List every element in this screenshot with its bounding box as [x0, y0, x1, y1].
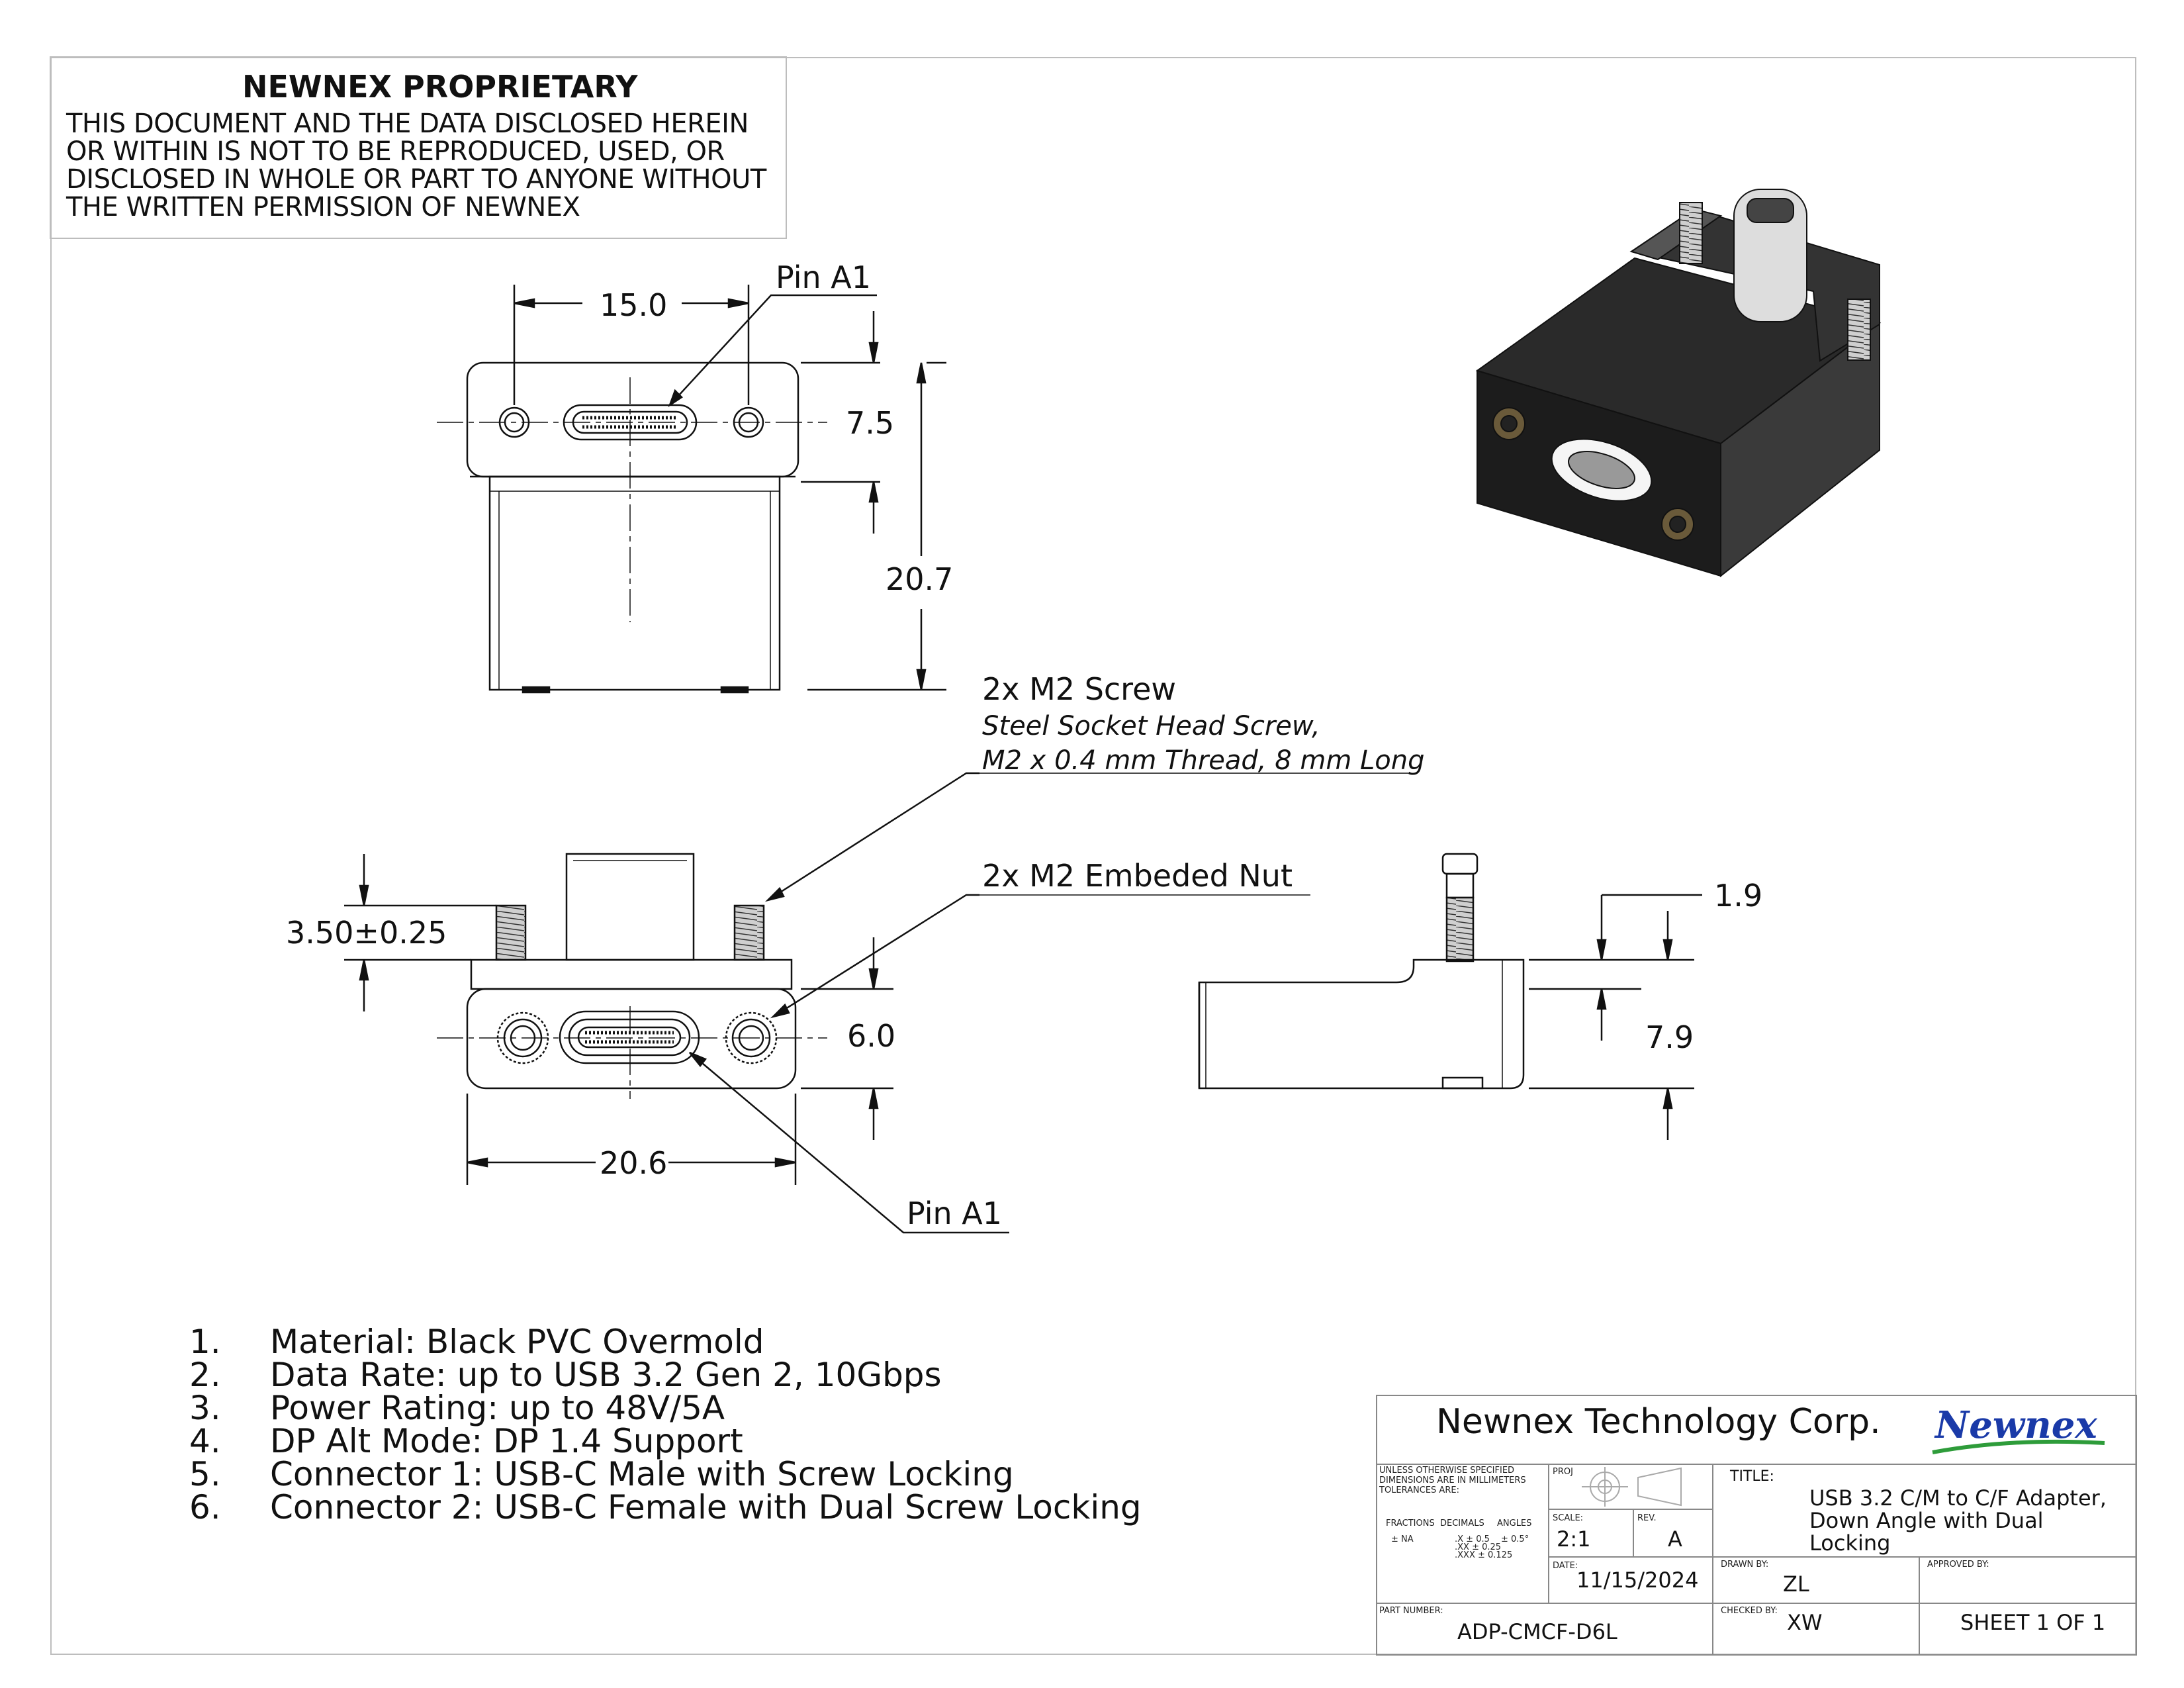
side-height-dimension: 7.9	[1645, 1019, 1694, 1055]
proj-label: PROJ	[1553, 1467, 1573, 1477]
note-text: Power Rating: up to 48V/5A	[270, 1389, 725, 1427]
title-line-1: USB 3.2 C/M to C/F Adapter,	[1809, 1485, 2107, 1511]
spec-line-1: UNLESS OTHERWISE SPECIFIED	[1379, 1466, 1515, 1476]
rev-value: A	[1668, 1526, 1682, 1552]
screw-note-title: 2x M2 Screw	[982, 671, 1177, 707]
tol-decimal-2: .XX ± 0.25	[1455, 1542, 1502, 1552]
top-pin-label: Pin A1	[776, 259, 872, 295]
note-text: Connector 1: USB-C Male with Screw Locki…	[270, 1455, 1014, 1493]
date-value: 11/15/2024	[1576, 1568, 1699, 1593]
tol-header-angles: ANGLES	[1497, 1519, 1532, 1528]
note-text: Connector 2: USB-C Female with Dual Scre…	[270, 1488, 1142, 1526]
tol-angles: ± 0.5°	[1501, 1534, 1529, 1544]
note-number: 4.	[189, 1422, 221, 1460]
side-top-dimension: 1.9	[1714, 878, 1763, 914]
checked-by-label: CHECKED BY:	[1721, 1606, 1778, 1616]
tol-decimal-3: .XXX ± 0.125	[1455, 1550, 1513, 1560]
front-view	[344, 772, 1410, 1234]
side-view	[1198, 853, 1702, 1140]
proprietary-line-2: OR WITHIN IS NOT TO BE REPRODUCED, USED,…	[66, 136, 725, 167]
note-text: Material: Black PVC Overmold	[270, 1323, 764, 1361]
tol-header-fractions: FRACTIONS	[1386, 1519, 1435, 1528]
front-screw-dimension: 3.50±0.25	[286, 915, 447, 951]
front-pin-label: Pin A1	[907, 1196, 1003, 1231]
screw-note-line-2: M2 x 0.4 mm Thread, 8 mm Long	[982, 745, 1425, 776]
date-label: DATE:	[1553, 1561, 1578, 1571]
note-number: 1.	[189, 1323, 221, 1361]
note-text: Data Rate: up to USB 3.2 Gen 2, 10Gbps	[270, 1356, 942, 1394]
proprietary-line-3: DISCLOSED IN WHOLE OR PART TO ANYONE WIT…	[66, 164, 766, 195]
title-line-3: Locking	[1809, 1530, 1891, 1556]
company-name: Newnex Technology Corp.	[1436, 1402, 1881, 1442]
part-number-value: ADP-CMCF-D6L	[1457, 1619, 1617, 1644]
drawing-sheet-border	[50, 57, 2136, 1655]
spec-line-2: DIMENSIONS ARE IN MILLIMETERS	[1379, 1476, 1526, 1485]
note-number: 5.	[189, 1455, 221, 1493]
tol-fractions: ± NA	[1391, 1534, 1414, 1544]
proprietary-line-1: THIS DOCUMENT AND THE DATA DISCLOSED HER…	[66, 109, 749, 139]
note-text: DP Alt Mode: DP 1.4 Support	[270, 1422, 743, 1460]
proprietary-box	[50, 56, 787, 239]
front-width-dimension: 20.6	[600, 1145, 668, 1181]
note-number: 3.	[189, 1389, 221, 1427]
nut-note-title: 2x M2 Embeded Nut	[982, 858, 1293, 894]
rev-label: REV.	[1637, 1513, 1657, 1523]
newnex-logo: Newnex	[1935, 1403, 2097, 1447]
note-number: 2.	[189, 1356, 221, 1394]
tol-header-decimals: DECIMALS	[1440, 1519, 1484, 1528]
isometric-render	[1475, 189, 1882, 578]
checked-by-value: XW	[1787, 1610, 1823, 1635]
top-view	[437, 285, 946, 694]
front-screw-dimension-tolerance: ±0.25	[353, 915, 447, 951]
drawn-by-label: DRAWN BY:	[1721, 1560, 1769, 1570]
title-block	[1376, 1395, 2137, 1656]
title-line-2: Down Angle with Dual	[1809, 1508, 2044, 1533]
proprietary-line-4: THE WRITTEN PERMISSION OF NEWNEX	[66, 192, 580, 222]
top-width-dimension: 15.0	[600, 287, 668, 323]
note-number: 6.	[189, 1488, 221, 1526]
front-height-dimension: 6.0	[847, 1018, 896, 1054]
front-screw-dimension-value: 3.50	[286, 915, 354, 951]
proprietary-heading: NEWNEX PROPRIETARY	[242, 69, 638, 105]
part-number-label: PART NUMBER:	[1379, 1606, 1443, 1616]
tol-decimal-1: .X ± 0.5	[1455, 1534, 1490, 1544]
top-height-dimension: 7.5	[846, 405, 895, 441]
approved-by-label: APPROVED BY:	[1927, 1560, 1989, 1570]
drawn-by-value: ZL	[1783, 1571, 1809, 1597]
scale-value: 2:1	[1557, 1526, 1591, 1552]
scale-label: SCALE:	[1553, 1513, 1584, 1523]
sheet-number: SHEET 1 OF 1	[1960, 1610, 2106, 1635]
screw-note-line-1: Steel Socket Head Screw,	[982, 711, 1320, 741]
title-label: TITLE:	[1730, 1468, 1774, 1485]
spec-line-3: TOLERANCES ARE:	[1379, 1485, 1459, 1495]
top-total-dimension: 20.7	[886, 561, 954, 597]
